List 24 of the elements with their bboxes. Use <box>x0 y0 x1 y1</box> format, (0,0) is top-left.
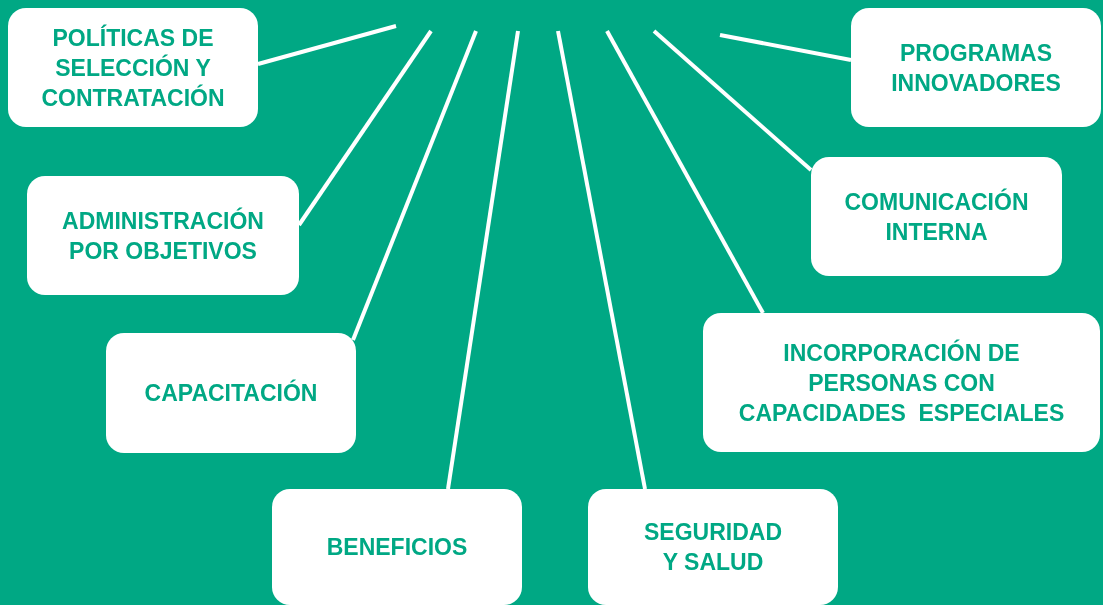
box-label: SEGURIDAD Y SALUD <box>643 518 783 577</box>
connector-line <box>297 29 433 227</box>
box-label: COMUNICACIÓN INTERNA <box>843 187 1030 247</box>
box-label: POLÍTICAS DE SELECCIÓN Y CONTRATACIÓN <box>40 23 226 113</box>
connector-line <box>605 30 765 314</box>
connector-line <box>719 33 852 62</box>
box-label: CAPACITACIÓN <box>144 378 318 408</box>
box-label: ADMINISTRACIÓN POR OBJETIVOS <box>61 206 265 266</box>
rounded-box <box>588 489 838 605</box>
box-label: PROGRAMAS INNOVADORES <box>890 38 1062 98</box>
rounded-box <box>27 176 299 295</box>
rounded-box <box>703 313 1100 452</box>
rounded-box <box>272 489 522 605</box>
connector-line <box>652 29 813 172</box>
connector-line <box>556 30 647 490</box>
rounded-box <box>851 8 1101 127</box>
rounded-box <box>8 8 258 127</box>
box-label: INCORPORACIÓN DE PERSONAS CON CAPACIDADES ESPECIALES <box>737 338 1066 428</box>
rounded-box <box>811 157 1062 276</box>
rounded-box <box>106 333 356 453</box>
connector-line <box>351 30 478 341</box>
box-label: BENEFICIOS <box>326 533 468 562</box>
connector-line <box>446 30 520 490</box>
connector-line <box>257 24 397 66</box>
